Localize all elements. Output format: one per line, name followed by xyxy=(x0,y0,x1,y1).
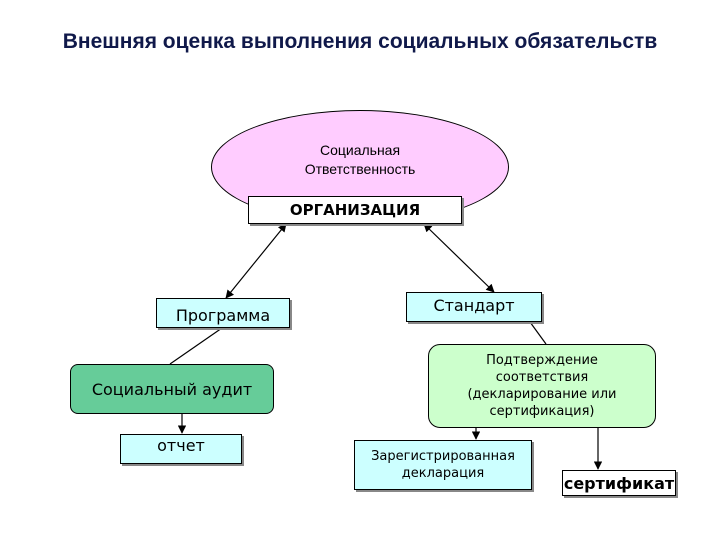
link-org-program xyxy=(225,223,287,299)
link-program-audit xyxy=(169,327,223,365)
declaration-label: Зарегистрированная декларация xyxy=(371,449,515,481)
page-title: Внешняя оценка выполнения социальных обя… xyxy=(62,30,658,53)
social-responsibility-label: Социальная Ответственность xyxy=(304,142,416,177)
confirmation-box: Подтверждение соответствия (декларирован… xyxy=(428,344,656,428)
link-org-standard xyxy=(423,223,495,293)
certificate-box: сертификат xyxy=(562,470,676,496)
organization-box: ОРГАНИЗАЦИЯ xyxy=(248,196,462,224)
report-box: отчет xyxy=(120,434,242,464)
standard-box: Стандарт xyxy=(406,292,542,322)
declaration-box: Зарегистрированная декларация xyxy=(354,440,532,490)
link-standard-confirm xyxy=(529,321,547,345)
program-box: Программа xyxy=(156,298,290,328)
social-audit-box: Социальный аудит xyxy=(70,364,274,414)
confirmation-label: Подтверждение соответствия (декларирован… xyxy=(467,353,617,419)
